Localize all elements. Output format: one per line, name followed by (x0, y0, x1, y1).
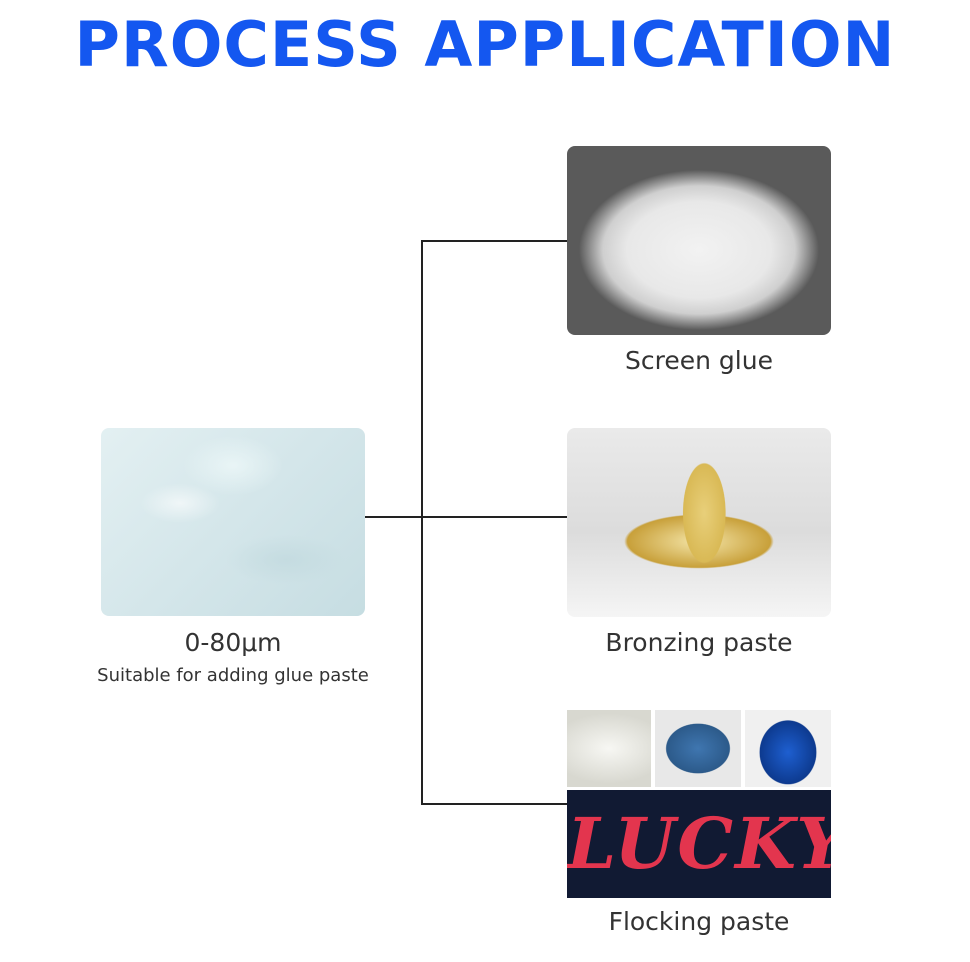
connector-source-horizontal (365, 516, 567, 518)
connector-flocking-paste (421, 803, 567, 805)
flocking-powder-photo (655, 710, 741, 787)
connector-vertical (421, 240, 423, 805)
screen-glue-label: Screen glue (625, 346, 773, 375)
screen-glue-image (567, 146, 831, 335)
powder-image (101, 428, 365, 616)
page-title: PROCESS APPLICATION (74, 8, 896, 81)
bronzing-paste-image (567, 428, 831, 617)
source-size-label: 0-80μm (184, 628, 282, 657)
source-description: Suitable for adding glue paste (97, 665, 369, 686)
flocking-barrel-photo (745, 710, 831, 787)
flocking-paste-label: Flocking paste (608, 907, 790, 936)
connector-screen-glue (421, 240, 567, 242)
flocking-container-photo (567, 710, 651, 787)
bronzing-paste-label: Bronzing paste (605, 628, 793, 657)
flocking-paste-image: LUCKY (567, 710, 831, 898)
flocking-fabric-photo: LUCKY (567, 790, 831, 898)
